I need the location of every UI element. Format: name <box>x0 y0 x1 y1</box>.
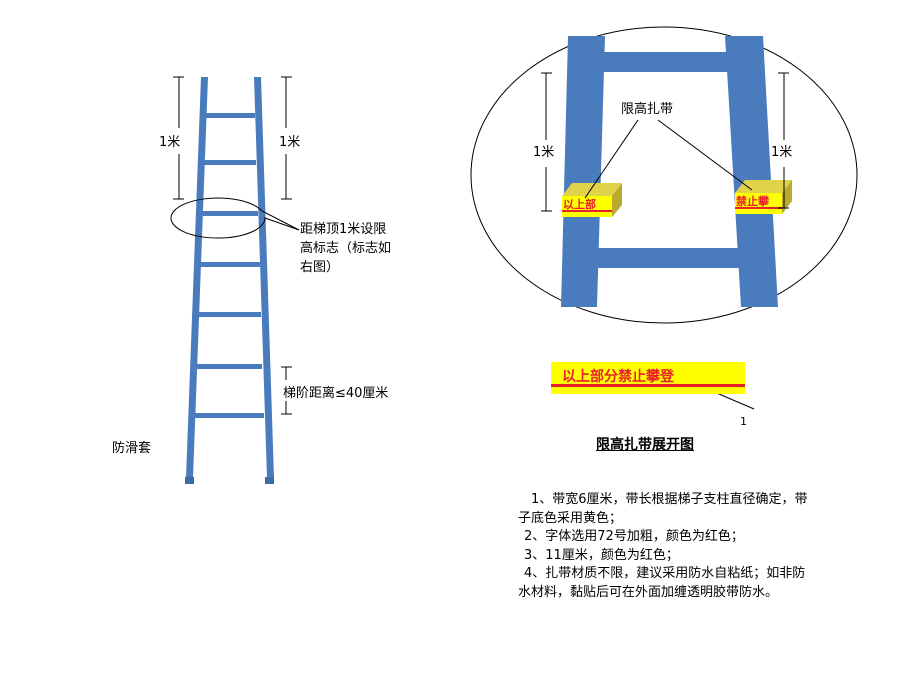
ladder-rung <box>193 413 264 418</box>
ladder-height-label-left: 1米 <box>159 135 181 150</box>
detail-top-rung <box>600 52 730 72</box>
detail-height-label-left: 1米 <box>533 145 555 160</box>
strip-pointer-line <box>711 390 755 410</box>
detail-right-rail <box>725 36 778 307</box>
detail-left-rail <box>561 36 605 307</box>
detail-left-tag-text: 以上部 <box>563 198 596 211</box>
height-dimension-right <box>281 76 292 200</box>
band-label-leaders <box>584 119 753 199</box>
callout-line: 右图） <box>300 260 340 275</box>
detail-height-dimension-right <box>778 72 789 209</box>
anti-slip-sleeve-right <box>265 477 274 484</box>
note-item: 1、带宽6厘米，带长根据梯子支柱直径确定，带子底色采用黄色； <box>518 492 808 526</box>
ladder-rung <box>205 113 255 118</box>
ladder-left-rail <box>186 77 208 478</box>
note-item: 4、扎带材质不限，建议采用防水自粘纸；如非防水材料，黏贴后可在外面加缠透明胶带防… <box>518 566 806 600</box>
unfolded-band-strip: 以上部分禁止攀登 <box>551 362 745 394</box>
detail-left-tag <box>562 183 622 217</box>
ladder-rung <box>201 211 258 216</box>
note-item: 2、字体选用72号加粗，颜色为红色； <box>524 529 744 544</box>
strip-pointer-label: 1 <box>740 415 747 428</box>
height-limit-callout <box>170 197 300 239</box>
height-dimension-left <box>173 76 184 200</box>
rung-spacing-label: 梯阶距离≤40厘米 <box>283 386 389 401</box>
ladder-rung <box>203 160 256 165</box>
detail-ladder <box>561 36 778 307</box>
callout-line: 距梯顶1米设限 <box>300 222 387 237</box>
anti-slip-sleeve-left <box>185 477 194 484</box>
detail-right-tag-text: 禁止攀 <box>736 195 769 208</box>
detail-height-dimension-left <box>541 72 552 212</box>
ladder-rung <box>195 364 262 369</box>
ladder <box>185 77 274 484</box>
ladder-rung <box>199 262 260 267</box>
callout-line: 高标志（标志如 <box>300 241 392 256</box>
strip-text: 以上部分禁止攀登 <box>562 369 674 385</box>
detail-bottom-rung <box>596 248 744 268</box>
band-label: 限高扎带 <box>621 102 674 117</box>
height-limit-callout-text: 距梯顶1米设限 高标志（标志如 右图） <box>300 220 391 277</box>
detail-right-tag <box>735 180 792 214</box>
detail-zoom-ellipse <box>470 26 858 324</box>
ladder-right-rail <box>254 77 274 478</box>
detail-height-label-right: 1米 <box>771 145 793 160</box>
anti-slip-label: 防滑套 <box>112 441 152 456</box>
ladder-rung <box>197 312 261 317</box>
rung-spacing-dimension <box>281 366 292 415</box>
unfolded-title: 限高扎带展开图 <box>596 437 694 453</box>
note-item: 3、11厘米，颜色为红色； <box>524 547 679 563</box>
strip-red-line <box>551 384 745 387</box>
ladder-height-label-right: 1米 <box>279 135 301 150</box>
notes: 1、带宽6厘米，带长根据梯子支柱直径确定，带子底色采用黄色； 2、字体选用72号… <box>518 491 818 602</box>
